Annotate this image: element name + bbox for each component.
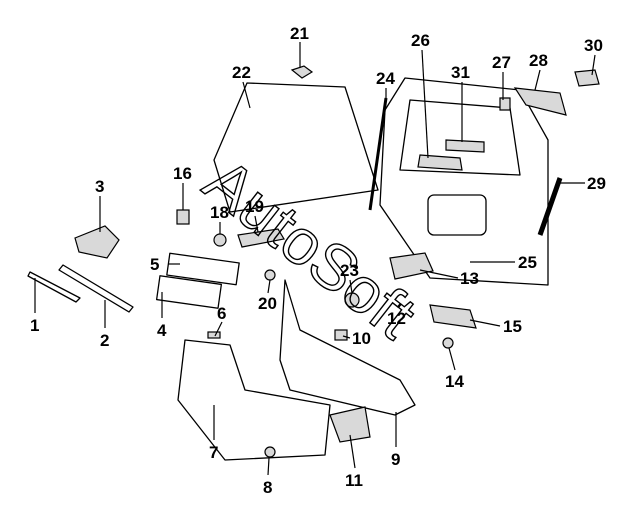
callout-12: 12 bbox=[387, 309, 406, 328]
gas-strut-29 bbox=[537, 177, 563, 236]
clip-6 bbox=[207, 331, 221, 339]
trim-28 bbox=[513, 87, 567, 116]
bumper-beam-9 bbox=[279, 279, 416, 416]
callout-26: 26 bbox=[411, 31, 430, 50]
callout-13: 13 bbox=[460, 269, 479, 288]
bracket-27 bbox=[499, 97, 511, 111]
lock-13 bbox=[389, 252, 434, 280]
callout-25: 25 bbox=[518, 253, 537, 272]
callout-20: 20 bbox=[258, 294, 277, 313]
callout-8: 8 bbox=[263, 478, 272, 497]
rear-bumper-7 bbox=[177, 339, 331, 461]
callout-5: 5 bbox=[150, 255, 159, 274]
callout-23: 23 bbox=[340, 261, 359, 280]
clip-30 bbox=[574, 69, 600, 87]
bracket-19 bbox=[237, 228, 285, 248]
wiper-arm-1 bbox=[27, 271, 81, 303]
clip-8 bbox=[264, 446, 276, 458]
callout-15: 15 bbox=[503, 317, 522, 336]
callout-4: 4 bbox=[157, 321, 167, 340]
callout-29: 29 bbox=[587, 174, 606, 193]
callout-1: 1 bbox=[30, 316, 39, 335]
callout-16: 16 bbox=[173, 164, 192, 183]
clip-20 bbox=[264, 269, 276, 281]
leader-lines bbox=[34, 42, 596, 476]
gas-strut-24 bbox=[368, 97, 388, 211]
callout-11: 11 bbox=[345, 471, 363, 490]
washer-nozzle bbox=[290, 65, 314, 79]
bracket-11 bbox=[329, 406, 371, 443]
callout-6: 6 bbox=[217, 304, 226, 323]
callout-18: 18 bbox=[210, 203, 229, 222]
callout-14: 14 bbox=[445, 372, 464, 391]
wiper-blade-2 bbox=[58, 264, 134, 313]
callout-28: 28 bbox=[529, 51, 548, 70]
callout-7: 7 bbox=[209, 443, 218, 462]
callout-21: 21 bbox=[290, 24, 309, 43]
callout-10: 10 bbox=[352, 329, 371, 348]
callout-22: 22 bbox=[232, 63, 251, 82]
clip-16 bbox=[176, 209, 190, 225]
handle-26 bbox=[417, 154, 463, 171]
callout-24: 24 bbox=[376, 69, 395, 88]
callout-3: 3 bbox=[95, 177, 104, 196]
callout-labels: 21 22 26 31 27 28 30 24 29 3 16 18 19 5 … bbox=[30, 24, 606, 497]
callout-9: 9 bbox=[391, 450, 400, 469]
callout-27: 27 bbox=[492, 53, 511, 72]
callout-19: 19 bbox=[245, 197, 264, 216]
callout-30: 30 bbox=[584, 36, 603, 55]
callout-31: 31 bbox=[451, 63, 470, 82]
clip-14 bbox=[442, 337, 454, 349]
plate-recess bbox=[427, 194, 487, 236]
plate-4 bbox=[155, 275, 223, 309]
clip-10 bbox=[334, 329, 348, 341]
wiper-motor-3 bbox=[74, 225, 120, 259]
rear-window-glass bbox=[213, 82, 379, 213]
handle-31 bbox=[445, 139, 485, 153]
callout-2: 2 bbox=[100, 331, 109, 350]
latch-15 bbox=[429, 304, 477, 329]
clip-18 bbox=[213, 233, 227, 247]
